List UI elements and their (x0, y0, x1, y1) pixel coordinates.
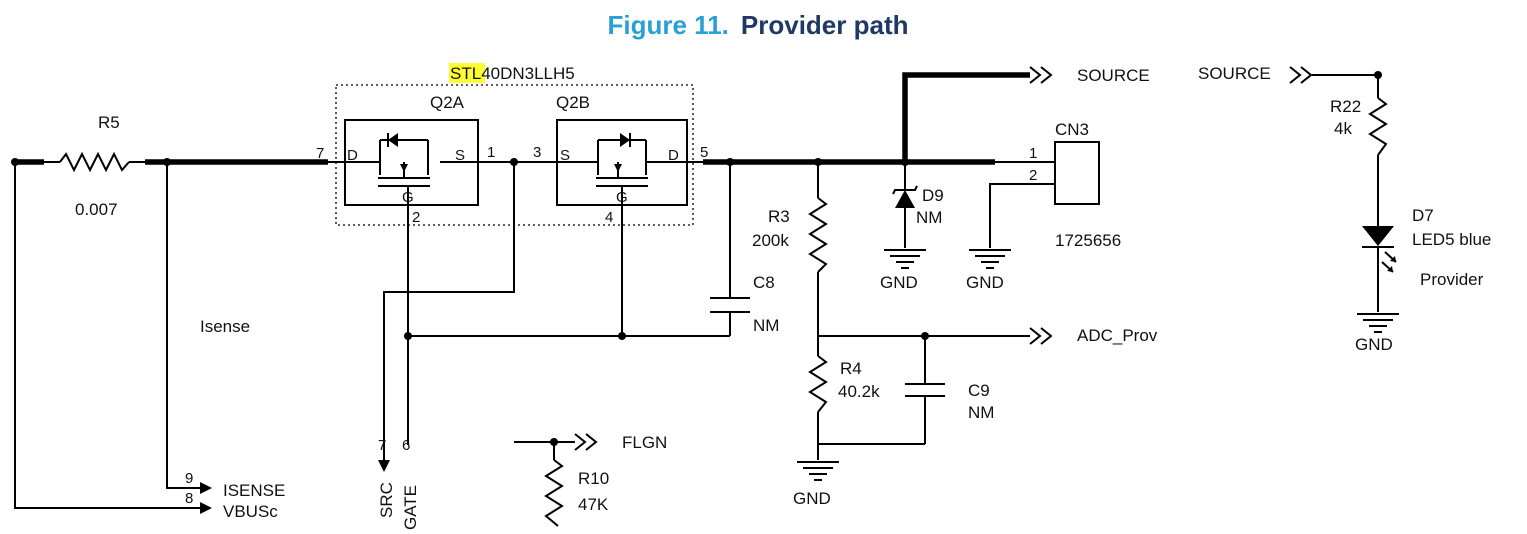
r3-resistor-symbol (808, 197, 828, 273)
signal-wires (14, 74, 1379, 509)
r5-value: 0.007 (75, 200, 118, 219)
r22-value: 4k (1334, 119, 1352, 138)
q2a-source-label: S (455, 147, 465, 164)
d7-caption: Provider (1420, 270, 1484, 289)
q2b-drain-label: D (668, 147, 679, 164)
r10-name: R10 (578, 469, 609, 488)
junction-dots (11, 71, 1382, 446)
q2b-source-label: S (560, 147, 570, 164)
adc-net-label: ADC_Prov (1077, 326, 1158, 345)
cn3-part-number: 1725656 (1055, 231, 1121, 250)
r3-value: 200k (752, 231, 789, 250)
c9-name: C9 (968, 381, 990, 400)
gnd-symbol-cn3 (969, 249, 1011, 269)
c8-name: C8 (753, 273, 775, 292)
cn3-name: CN3 (1055, 120, 1089, 139)
q2b-mosfet (556, 119, 688, 206)
isense-pin-number: 9 (185, 470, 193, 487)
cn3-pin2: 2 (1029, 167, 1037, 184)
figure-number: Figure 11. (608, 10, 729, 40)
isense-arrow-icon (200, 482, 212, 494)
r4-value: 40.2k (838, 382, 880, 401)
d9-name: D9 (922, 186, 944, 205)
adc-arrow-icon (1029, 327, 1042, 345)
flgn-arrow-icon (574, 433, 587, 451)
r22-resistor-symbol (1368, 97, 1388, 156)
c9-capacitor-symbol (905, 383, 945, 397)
gnd-label-r4: GND (793, 489, 831, 508)
figure-title: Figure 11. Provider path (608, 10, 909, 40)
r3-name: R3 (768, 207, 790, 226)
r10-resistor-symbol (544, 459, 564, 527)
isense-net-label: Isense (200, 317, 250, 336)
src-net-name: SRC (377, 482, 396, 518)
source-out-label: SOURCE (1077, 66, 1150, 85)
flgn-net-label: FLGN (622, 433, 667, 452)
q2a-gate-label: G (402, 189, 414, 206)
d7-value: LED5 blue (1412, 230, 1491, 249)
part-number: STL40DN3LLH5 (450, 64, 575, 83)
q2a-body-diode-icon (388, 133, 398, 147)
c8-capacitor-symbol (710, 297, 750, 313)
d9-zener-symbol (892, 185, 918, 208)
cn3-connector-body (1054, 141, 1100, 205)
vbus-arrow-icon (200, 502, 212, 514)
r5-name: R5 (98, 113, 120, 132)
gnd-symbol-d7 (1357, 313, 1399, 333)
part-number-highlighted: STL (450, 64, 481, 83)
source-in-arrow-icon (1289, 66, 1302, 84)
r4-resistor-symbol (808, 355, 828, 413)
gate-pin-number: 6 (402, 437, 410, 454)
gnd-label-cn3: GND (966, 273, 1004, 292)
d9-value: NM (916, 208, 942, 227)
r10-value: 47K (578, 495, 609, 514)
q2b-gate-label: G (616, 189, 628, 206)
q2b-body-diode-icon (620, 133, 630, 147)
source-out-arrow-icon (1029, 66, 1042, 84)
q2b-pin-gate: 4 (605, 209, 613, 226)
src-pin-number: 7 (378, 437, 386, 454)
cn3-pin1: 1 (1029, 145, 1037, 162)
c9-value: NM (968, 403, 994, 422)
part-number-rest: 40DN3LLH5 (481, 64, 575, 83)
q2b-pin-source: 3 (533, 144, 541, 161)
q2a-pin-gate: 2 (412, 209, 420, 226)
main-bus (15, 72, 1030, 165)
src-arrow-icon (378, 460, 390, 472)
gnd-label-d9: GND (880, 273, 918, 292)
gate-net-name: GATE (401, 485, 420, 530)
source-in-label: SOURCE (1198, 64, 1271, 83)
figure-title-text: Provider path (741, 10, 909, 40)
q2a-pin-source: 1 (487, 144, 495, 161)
gnd-symbol-d9 (884, 249, 926, 269)
r5-resistor-symbol (59, 151, 130, 173)
c8-value: NM (753, 316, 779, 335)
q2a-name: Q2A (430, 93, 465, 112)
q2b-pin-drain: 5 (700, 144, 708, 161)
d7-led-symbol (1362, 226, 1397, 273)
q2b-name: Q2B (556, 93, 590, 112)
r22-name: R22 (1330, 97, 1361, 116)
gnd-label-d7: GND (1355, 335, 1393, 354)
part-number-highlight (449, 63, 485, 83)
q2a-drain-label: D (347, 147, 358, 164)
q2a-mosfet (344, 119, 479, 206)
d7-name: D7 (1412, 206, 1434, 225)
vbus-pin-number: 8 (185, 490, 193, 507)
q2a-pin-drain: 7 (316, 145, 324, 162)
r4-name: R4 (840, 359, 862, 378)
vbus-net-name: VBUSc (223, 502, 278, 521)
isense-net-name: ISENSE (223, 481, 285, 500)
gnd-symbol-r4 (797, 461, 839, 481)
